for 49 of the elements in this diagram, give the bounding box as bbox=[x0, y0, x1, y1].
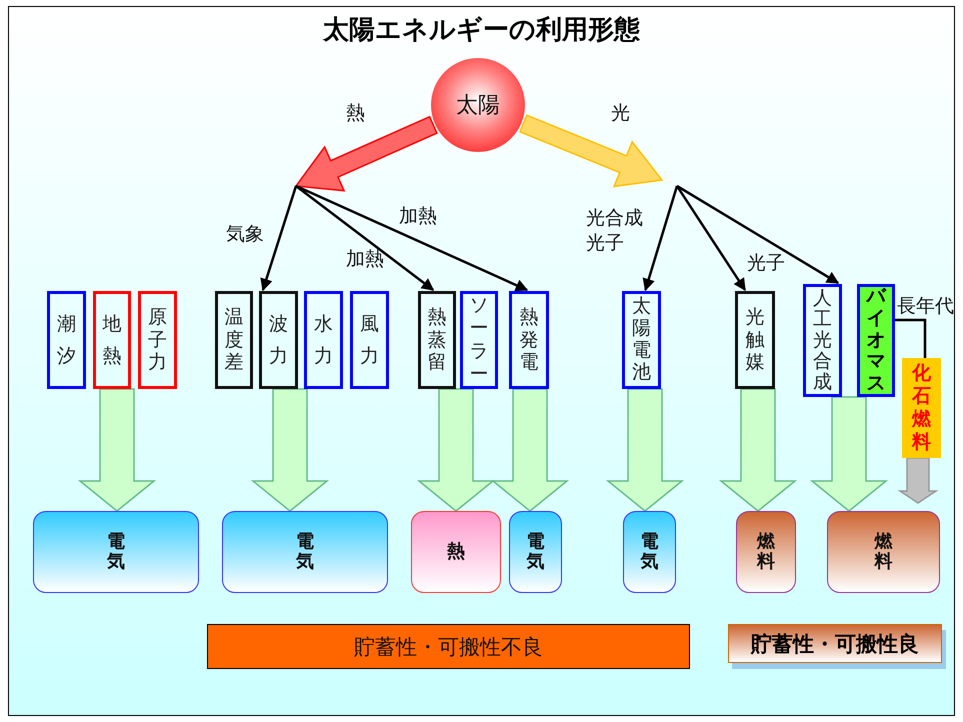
edge-label: 長年代 bbox=[897, 294, 954, 319]
connector-line bbox=[895, 318, 926, 358]
fossil-fuel-box: 化石燃料 bbox=[902, 358, 941, 458]
block-arrow bbox=[250, 388, 330, 512]
label-box: 光触媒 bbox=[735, 291, 775, 389]
label-box: 風力 bbox=[350, 291, 389, 389]
edge-label: 気象 bbox=[226, 222, 264, 247]
label-box: 温度差 bbox=[215, 291, 253, 389]
block-arrow bbox=[490, 388, 570, 512]
edge-label: 光子 bbox=[747, 251, 785, 276]
property-bar: 貯蓄性・可搬性不良 bbox=[207, 624, 690, 669]
block-arrow bbox=[898, 457, 938, 504]
label-box: 波力 bbox=[259, 291, 298, 389]
arrow bbox=[260, 186, 298, 292]
label-box: 水力 bbox=[304, 291, 343, 389]
label-box: 人工光合成 bbox=[803, 284, 842, 397]
edge-label: 光合成光子 bbox=[586, 206, 644, 256]
block-arrow bbox=[294, 116, 438, 192]
label-box: 熱発電 bbox=[509, 291, 549, 389]
block-arrow bbox=[718, 388, 798, 512]
edge-label: 熱 bbox=[346, 101, 365, 126]
output-box: 電気 bbox=[509, 511, 562, 593]
edge-label: 加熱 bbox=[346, 247, 384, 272]
arrow bbox=[295, 184, 528, 292]
label-box: 熱蒸留 bbox=[418, 291, 456, 389]
label-box: バイオマス bbox=[857, 284, 895, 397]
block-arrow bbox=[606, 388, 684, 512]
title: 太陽エネルギーの利用形態 bbox=[322, 14, 641, 47]
label-box: 地熱 bbox=[93, 291, 131, 389]
output-box: 電気 bbox=[222, 511, 388, 593]
output-box: 電気 bbox=[623, 511, 676, 593]
output-box: 熱 bbox=[411, 511, 501, 593]
block-arrow bbox=[78, 388, 156, 512]
arrow bbox=[642, 186, 678, 292]
arrow bbox=[676, 185, 746, 292]
edge-label: 加熱 bbox=[399, 204, 437, 229]
block-arrow bbox=[416, 388, 496, 512]
label-box: 太陽電池 bbox=[622, 291, 661, 389]
edge-label: 光 bbox=[611, 101, 630, 126]
output-box: 電気 bbox=[33, 511, 199, 593]
output-box: 燃料 bbox=[827, 511, 940, 593]
arrow bbox=[295, 185, 434, 291]
label-box: ソーラー bbox=[460, 291, 498, 389]
output-box: 燃料 bbox=[736, 511, 796, 593]
arrow bbox=[676, 184, 840, 284]
label-box: 原子力 bbox=[138, 291, 177, 389]
label-box: 潮汐 bbox=[47, 291, 86, 389]
block-arrow bbox=[519, 114, 664, 188]
block-arrow bbox=[810, 396, 888, 512]
